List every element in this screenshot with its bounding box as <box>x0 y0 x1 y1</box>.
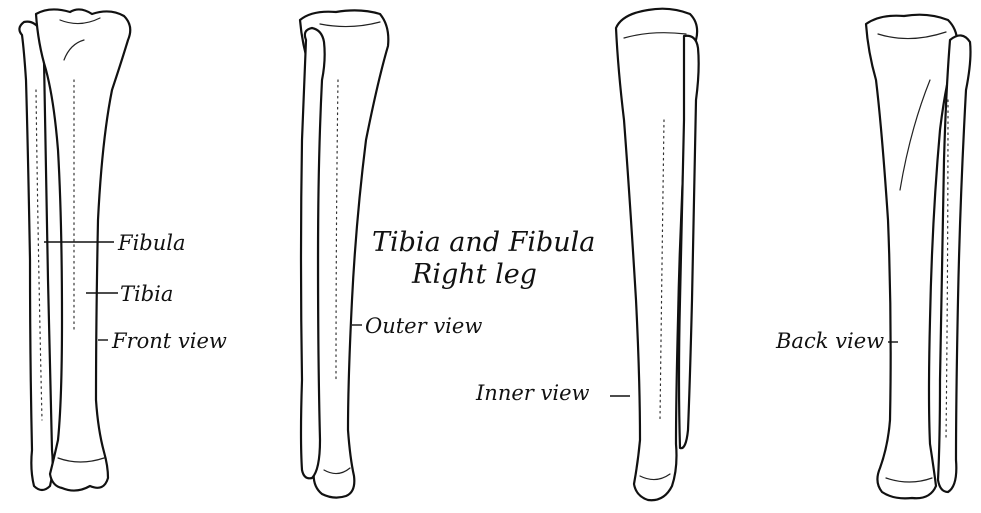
tibia-label: Tibia <box>120 282 173 306</box>
back-view-bones <box>866 15 971 499</box>
back-view-label: Back view <box>775 329 884 353</box>
inner-view-label: Inner view <box>475 381 589 405</box>
title-line-2: Right leg <box>411 259 537 290</box>
front-view-bones <box>19 9 130 490</box>
fibula-label: Fibula <box>117 231 186 255</box>
inner-view-bones <box>616 9 699 501</box>
title-line-1: Tibia and Fibula <box>372 227 595 258</box>
front-view-label: Front view <box>111 329 227 353</box>
outer-view-label: Outer view <box>365 314 482 338</box>
